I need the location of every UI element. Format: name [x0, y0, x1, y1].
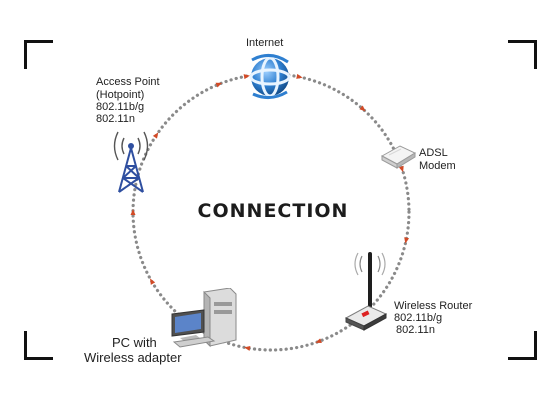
frame-corner-bottom-right	[508, 331, 537, 360]
connection-arrow	[152, 132, 159, 139]
connection-arrow	[244, 345, 251, 351]
connection-arrow	[215, 82, 223, 88]
connection-arrow	[359, 105, 366, 112]
pc-label-line1: PC with	[112, 335, 157, 350]
frame-corner-bottom-left	[24, 331, 53, 360]
pc-label-line2: Wireless adapter	[84, 350, 182, 365]
diagram-title: CONNECTION	[197, 200, 349, 222]
radio-tower-icon	[113, 131, 149, 193]
access-point-label-line1: Access Point	[96, 76, 160, 88]
connection-arrow	[404, 237, 410, 244]
connection-arrow	[243, 74, 250, 80]
wireless-router-label-line2: 802.11b/g	[394, 312, 443, 324]
internet-globe-icon	[249, 54, 291, 99]
frame-corner-top-right	[508, 40, 537, 69]
desktop-pc-icon	[171, 288, 237, 348]
adsl-modem-icon	[380, 145, 417, 169]
access-point-label-line4: 802.11n	[96, 113, 135, 125]
adsl-modem-label-line2: Modem	[419, 160, 456, 172]
access-point-label-line2: (Hotpoint)	[96, 89, 145, 101]
wireless-router-label-line1: Wireless Router	[394, 300, 473, 312]
connection-arrow	[315, 338, 322, 344]
connection-arrow	[150, 278, 156, 285]
adsl-modem-label-line1: ADSL	[419, 147, 448, 159]
connection-arrow	[296, 73, 303, 79]
connection-arrow	[130, 209, 136, 215]
access-point-label-line3: 802.11b/g	[96, 101, 145, 113]
wireless-router-icon	[344, 252, 388, 331]
internet-label: Internet	[246, 37, 284, 49]
wireless-router-label-line3: 802.11n	[396, 324, 435, 336]
frame-corner-top-left	[24, 40, 53, 69]
connection-arrow	[398, 165, 404, 173]
